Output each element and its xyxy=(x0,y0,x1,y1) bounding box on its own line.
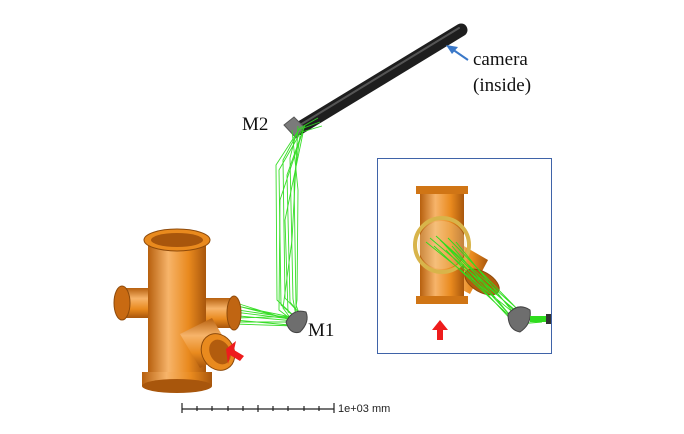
scale-bar xyxy=(181,403,335,413)
red-arrow-main xyxy=(226,341,244,364)
scale-bar-label: 1e+03 mm xyxy=(338,403,391,415)
label-camera-note: (inside) xyxy=(473,75,532,96)
m1-mirror xyxy=(285,310,308,333)
blue-arrow-camera xyxy=(446,45,469,61)
camera-tube xyxy=(291,23,468,136)
label-m1: M1 xyxy=(308,320,335,341)
pipe-cross xyxy=(113,228,242,393)
ray-bundle xyxy=(231,117,323,327)
inset-frame xyxy=(377,158,552,354)
red-arrow-inset xyxy=(432,320,448,340)
label-m2: M2 xyxy=(242,114,269,135)
label-camera: camera xyxy=(473,49,528,70)
inset-pipe xyxy=(413,186,552,333)
